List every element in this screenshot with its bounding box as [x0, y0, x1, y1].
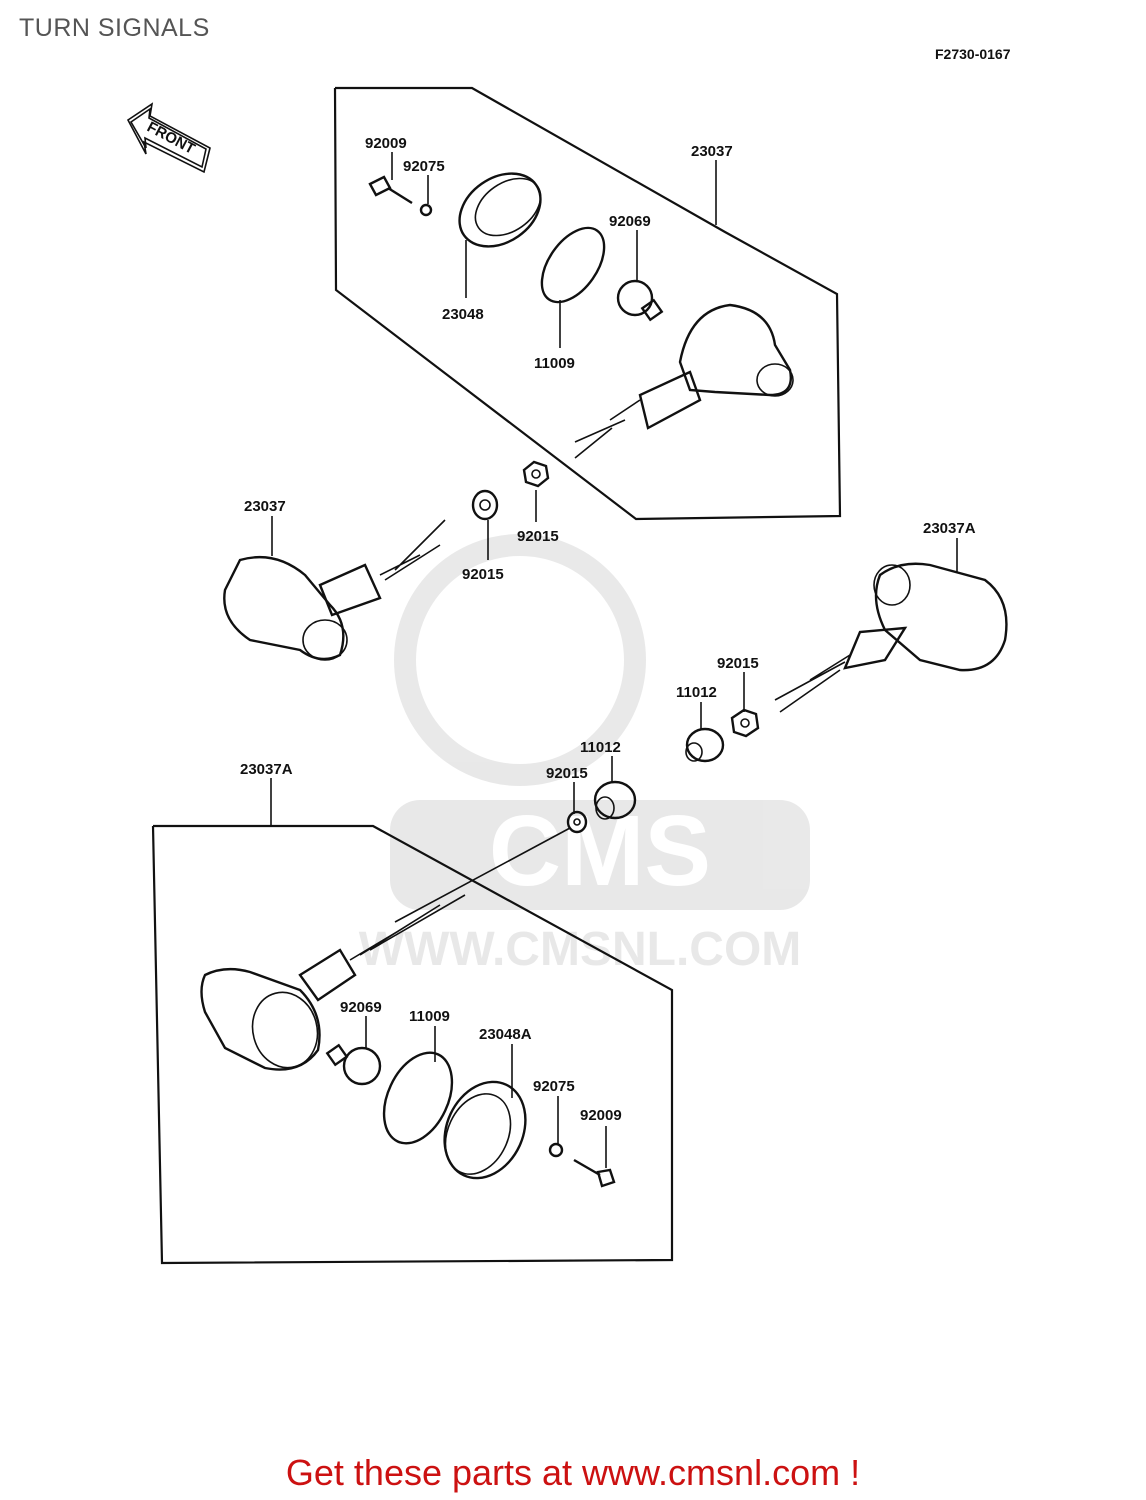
callout-top-gasket: 11009 — [534, 355, 575, 372]
top-nut-icon — [522, 460, 550, 488]
callout-bottom-bolt: 92009 — [580, 1107, 622, 1124]
top-turn-signal-housing-icon — [574, 303, 794, 459]
page-title: TURN SIGNALS — [19, 14, 210, 42]
callout-top-bulb: 92069 — [609, 213, 651, 230]
leader-lines — [270, 152, 958, 1168]
callout-top-bolt: 92009 — [365, 135, 407, 152]
front-arrow-icon: FRONT — [126, 102, 211, 174]
top-bulb-icon — [616, 279, 664, 322]
callout-top-nut: 92015 — [517, 528, 559, 545]
callout-bottom-bulb: 92069 — [340, 999, 382, 1016]
footer-promo-link[interactable]: Get these parts at www.cmsnl.com ! — [285, 1452, 861, 1493]
top-assembly-frame — [333, 86, 842, 521]
top-bolt-icon — [368, 175, 413, 205]
diagram-code: F2730-0167 — [935, 46, 1011, 62]
callout-bottom-assembly: 23037A — [240, 761, 293, 778]
callout-center-collar: 11012 — [580, 739, 621, 756]
callout-bottom-washer: 92075 — [533, 1078, 575, 1095]
bottom-bolt-icon — [573, 1158, 616, 1188]
left-nut-icon — [471, 489, 499, 521]
callout-center-nut: 92015 — [546, 765, 588, 782]
callout-left-nut: 92015 — [462, 566, 504, 583]
bottom-lens-icon — [443, 1080, 527, 1180]
callout-top-washer: 92075 — [403, 158, 445, 175]
bottom-washer-icon — [548, 1142, 564, 1158]
callout-right-assembly: 23037A — [923, 520, 976, 537]
callout-top-lens: 23048 — [442, 306, 484, 323]
center-leader-line — [394, 827, 571, 923]
right-nut-icon — [730, 708, 760, 738]
right-turn-signal-housing-icon — [774, 562, 1008, 713]
callout-bottom-gasket: 11009 — [409, 1008, 450, 1025]
top-washer-icon — [419, 203, 433, 217]
watermark-url: WWW.CMSNL.COM — [359, 923, 802, 976]
callout-left-assembly: 23037 — [244, 498, 286, 515]
right-collar-icon — [685, 727, 725, 763]
bottom-turn-signal-housing-icon — [200, 894, 466, 1071]
top-lens-icon — [458, 172, 542, 248]
center-collar-icon — [593, 780, 637, 820]
callout-right-nut: 92015 — [717, 655, 759, 672]
cms-watermark: CMS WWW.CMSNL.COM — [359, 534, 810, 976]
bottom-bulb-icon — [325, 1043, 382, 1086]
left-turn-signal-housing-icon — [223, 519, 446, 661]
callout-bottom-lens: 23048A — [479, 1026, 532, 1043]
bottom-assembly-frame — [151, 824, 674, 1265]
top-gasket-icon — [540, 226, 606, 304]
bottom-gasket-icon — [382, 1051, 454, 1145]
center-nut-icon — [566, 810, 588, 834]
callout-right-collar: 11012 — [676, 684, 717, 701]
parts-diagram: CMS WWW.CMSNL.COM FRONT — [126, 86, 1008, 1265]
callout-top-assembly: 23037 — [691, 143, 733, 160]
